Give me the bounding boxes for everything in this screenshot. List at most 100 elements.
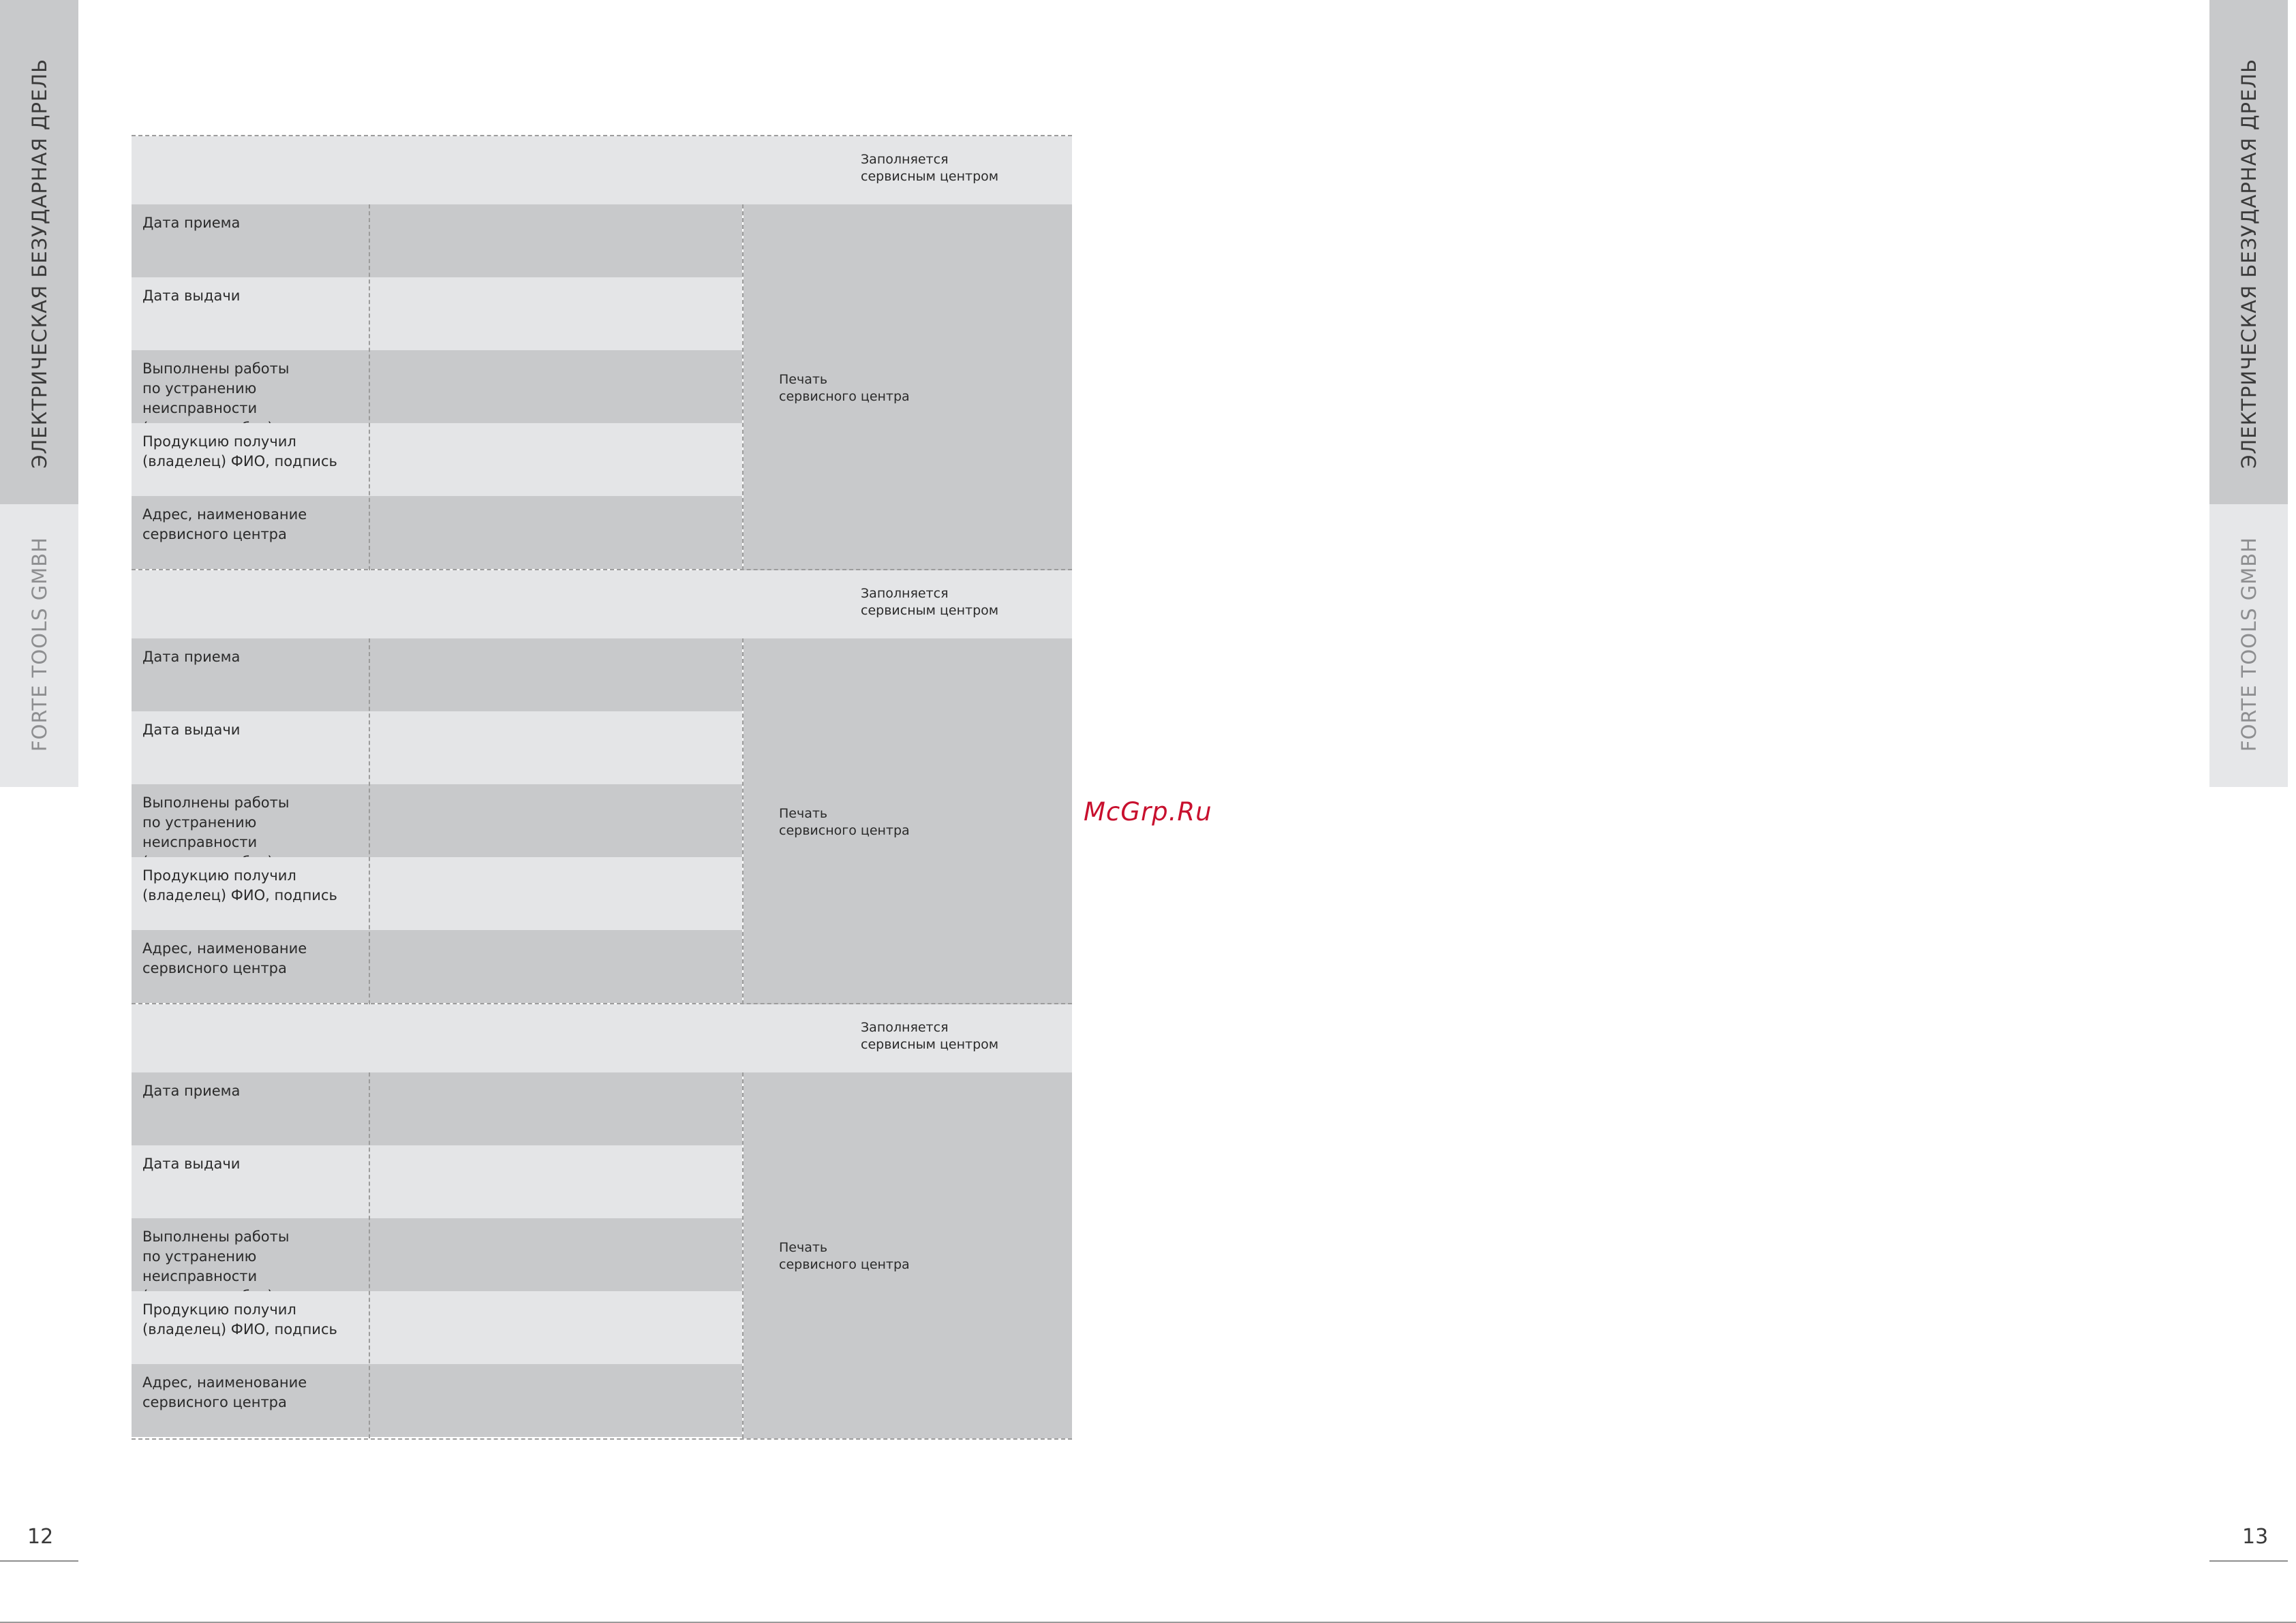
form-row-label-line: Дата приема [142,215,241,231]
form-row-label-line: Дата выдачи [142,722,241,738]
form-row-value-field[interactable] [370,204,741,277]
stamp-label-line: сервисного центра [779,389,910,404]
form-row: Дата приема [132,1072,742,1145]
side-tab-product-right: ЭЛЕКТРИЧЕСКАЯ БЕЗУДАРНАЯ ДРЕЛЬ [2209,0,2288,504]
form-row: Адрес, наименование сервисного центра [132,930,742,1003]
form-row-value-field[interactable] [370,930,741,1003]
form-row-label-line: Выполнены работы [142,1228,290,1245]
column-divider [369,1072,370,1438]
side-tab-product-title: ЭЛЕКТРИЧЕСКАЯ БЕЗУДАРНАЯ ДРЕЛЬ [27,59,51,469]
form-row: Выполнены работы по устранению неисправно… [132,1218,742,1304]
page-number-rule-right [2209,1560,2288,1562]
header-note-line: сервисным центром [861,603,999,618]
stamp-area[interactable]: Печать сервисного центра [744,1072,1072,1438]
form-row-value-field[interactable] [370,638,741,711]
page-number-left: 12 [27,1525,54,1549]
side-tab-brand-title: FORTE TOOLS GMBH [27,536,51,752]
column-divider [742,638,744,1004]
form-row-label-line: Дата выдачи [142,1156,241,1172]
form-row-value-field[interactable] [370,350,741,423]
form-row-label-line: сервисного центра [142,1394,287,1410]
form-row-label-line: Адрес, наименование [142,506,307,523]
form-row-value-field[interactable] [370,1072,741,1145]
form-row: Дата выдачи [132,711,742,784]
form-row-value-field[interactable] [370,1145,741,1218]
stamp-label-line: сервисного центра [779,1257,910,1272]
stamp-label: Печать сервисного центра [779,371,910,405]
form-row: Дата выдачи [132,1145,742,1218]
form-row-value-field[interactable] [370,711,741,784]
stamp-label-line: Печать [779,806,828,821]
form-row-label-line: по устранению неисправности [142,1248,258,1284]
stamp-label-line: Печать [779,372,828,387]
form-row-label-line: Продукцию получил [142,1301,296,1318]
form-row-label-line: Дата приема [142,1083,241,1099]
form-row-label: Дата выдачи [142,720,374,740]
column-divider [369,638,370,1004]
form-row-label: Продукцию получил (владелец) ФИО, подпись [142,866,374,906]
form-row-value-field[interactable] [370,423,741,496]
stamp-area[interactable]: Печать сервисного центра [744,204,1072,570]
form-row-label-line: Адрес, наименование [142,1374,307,1391]
header-note-line: сервисным центром [861,169,999,184]
form-row-label-line: Продукцию получил [142,867,296,884]
form-row-value-field[interactable] [370,784,741,857]
form-row-label: Дата приема [142,647,374,667]
side-tab-product: ЭЛЕКТРИЧЕСКАЯ БЕЗУДАРНАЯ ДРЕЛЬ [0,0,78,504]
form-row-label-line: (владелец) ФИО, подпись [142,1321,337,1338]
form-row-label-line: Дата приема [142,649,241,665]
bottom-divider [0,1622,2296,1623]
form-row: Выполнены работы по устранению неисправно… [132,350,742,436]
form-row-value-field[interactable] [370,1291,741,1364]
form-row-label: Дата выдачи [142,1154,374,1174]
form-row-value-field[interactable] [370,277,741,350]
form-row-label: Продукцию получил (владелец) ФИО, подпись [142,432,374,472]
form-row-label-line: (владелец) ФИО, подпись [142,453,337,469]
form-row-label: Дата приема [142,1081,374,1101]
stamp-label: Печать сервисного центра [779,1239,910,1273]
form-row-label: Адрес, наименование сервисного центра [142,1373,374,1412]
form-row-label-line: сервисного центра [142,960,287,976]
column-divider [742,1072,744,1438]
form-row-label-line: (владелец) ФИО, подпись [142,887,337,903]
form-row: Продукцию получил (владелец) ФИО, подпись [132,423,742,496]
watermark: McGrp.Ru [1084,797,1212,826]
form-row-value-field[interactable] [370,496,741,569]
form-row-label: Продукцию получил (владелец) ФИО, подпись [142,1300,374,1340]
side-tab-product-title-right: ЭЛЕКТРИЧЕСКАЯ БЕЗУДАРНАЯ ДРЕЛЬ [2237,59,2261,469]
form-row: Адрес, наименование сервисного центра [132,496,742,569]
column-divider [742,204,744,570]
form-row-label-line: Выполнены работы [142,360,290,377]
form-row-label-line: сервисного центра [142,526,287,542]
form-row: Продукцию получил (владелец) ФИО, подпись [132,1291,742,1364]
form-row-label: Адрес, наименование сервисного центра [142,505,374,544]
form-row: Дата выдачи [132,277,742,350]
form-row: Дата приема [132,204,742,277]
form-header: Заполняется сервисным центром [132,136,1072,204]
form-row-label-line: Адрес, наименование [142,940,307,957]
form-row-value-field[interactable] [370,857,741,930]
form-row-value-field[interactable] [370,1218,741,1291]
form-row-label-line: по устранению неисправности [142,380,258,416]
stamp-label-line: Печать [779,1240,828,1255]
form-row-label-line: по устранению неисправности [142,814,258,850]
column-divider [369,204,370,570]
form-row-value-field[interactable] [370,1364,741,1437]
form-row-label: Дата выдачи [142,286,374,306]
filled-by-service-center-note: Заполняется сервисным центром [861,151,998,185]
page-number-rule-left [0,1560,78,1562]
form-row-label-line: Продукцию получил [142,433,296,450]
header-note-line: Заполняется [861,152,949,167]
form-row: Адрес, наименование сервисного центра [132,1364,742,1437]
side-tab-brand: FORTE TOOLS GMBH [0,504,78,787]
